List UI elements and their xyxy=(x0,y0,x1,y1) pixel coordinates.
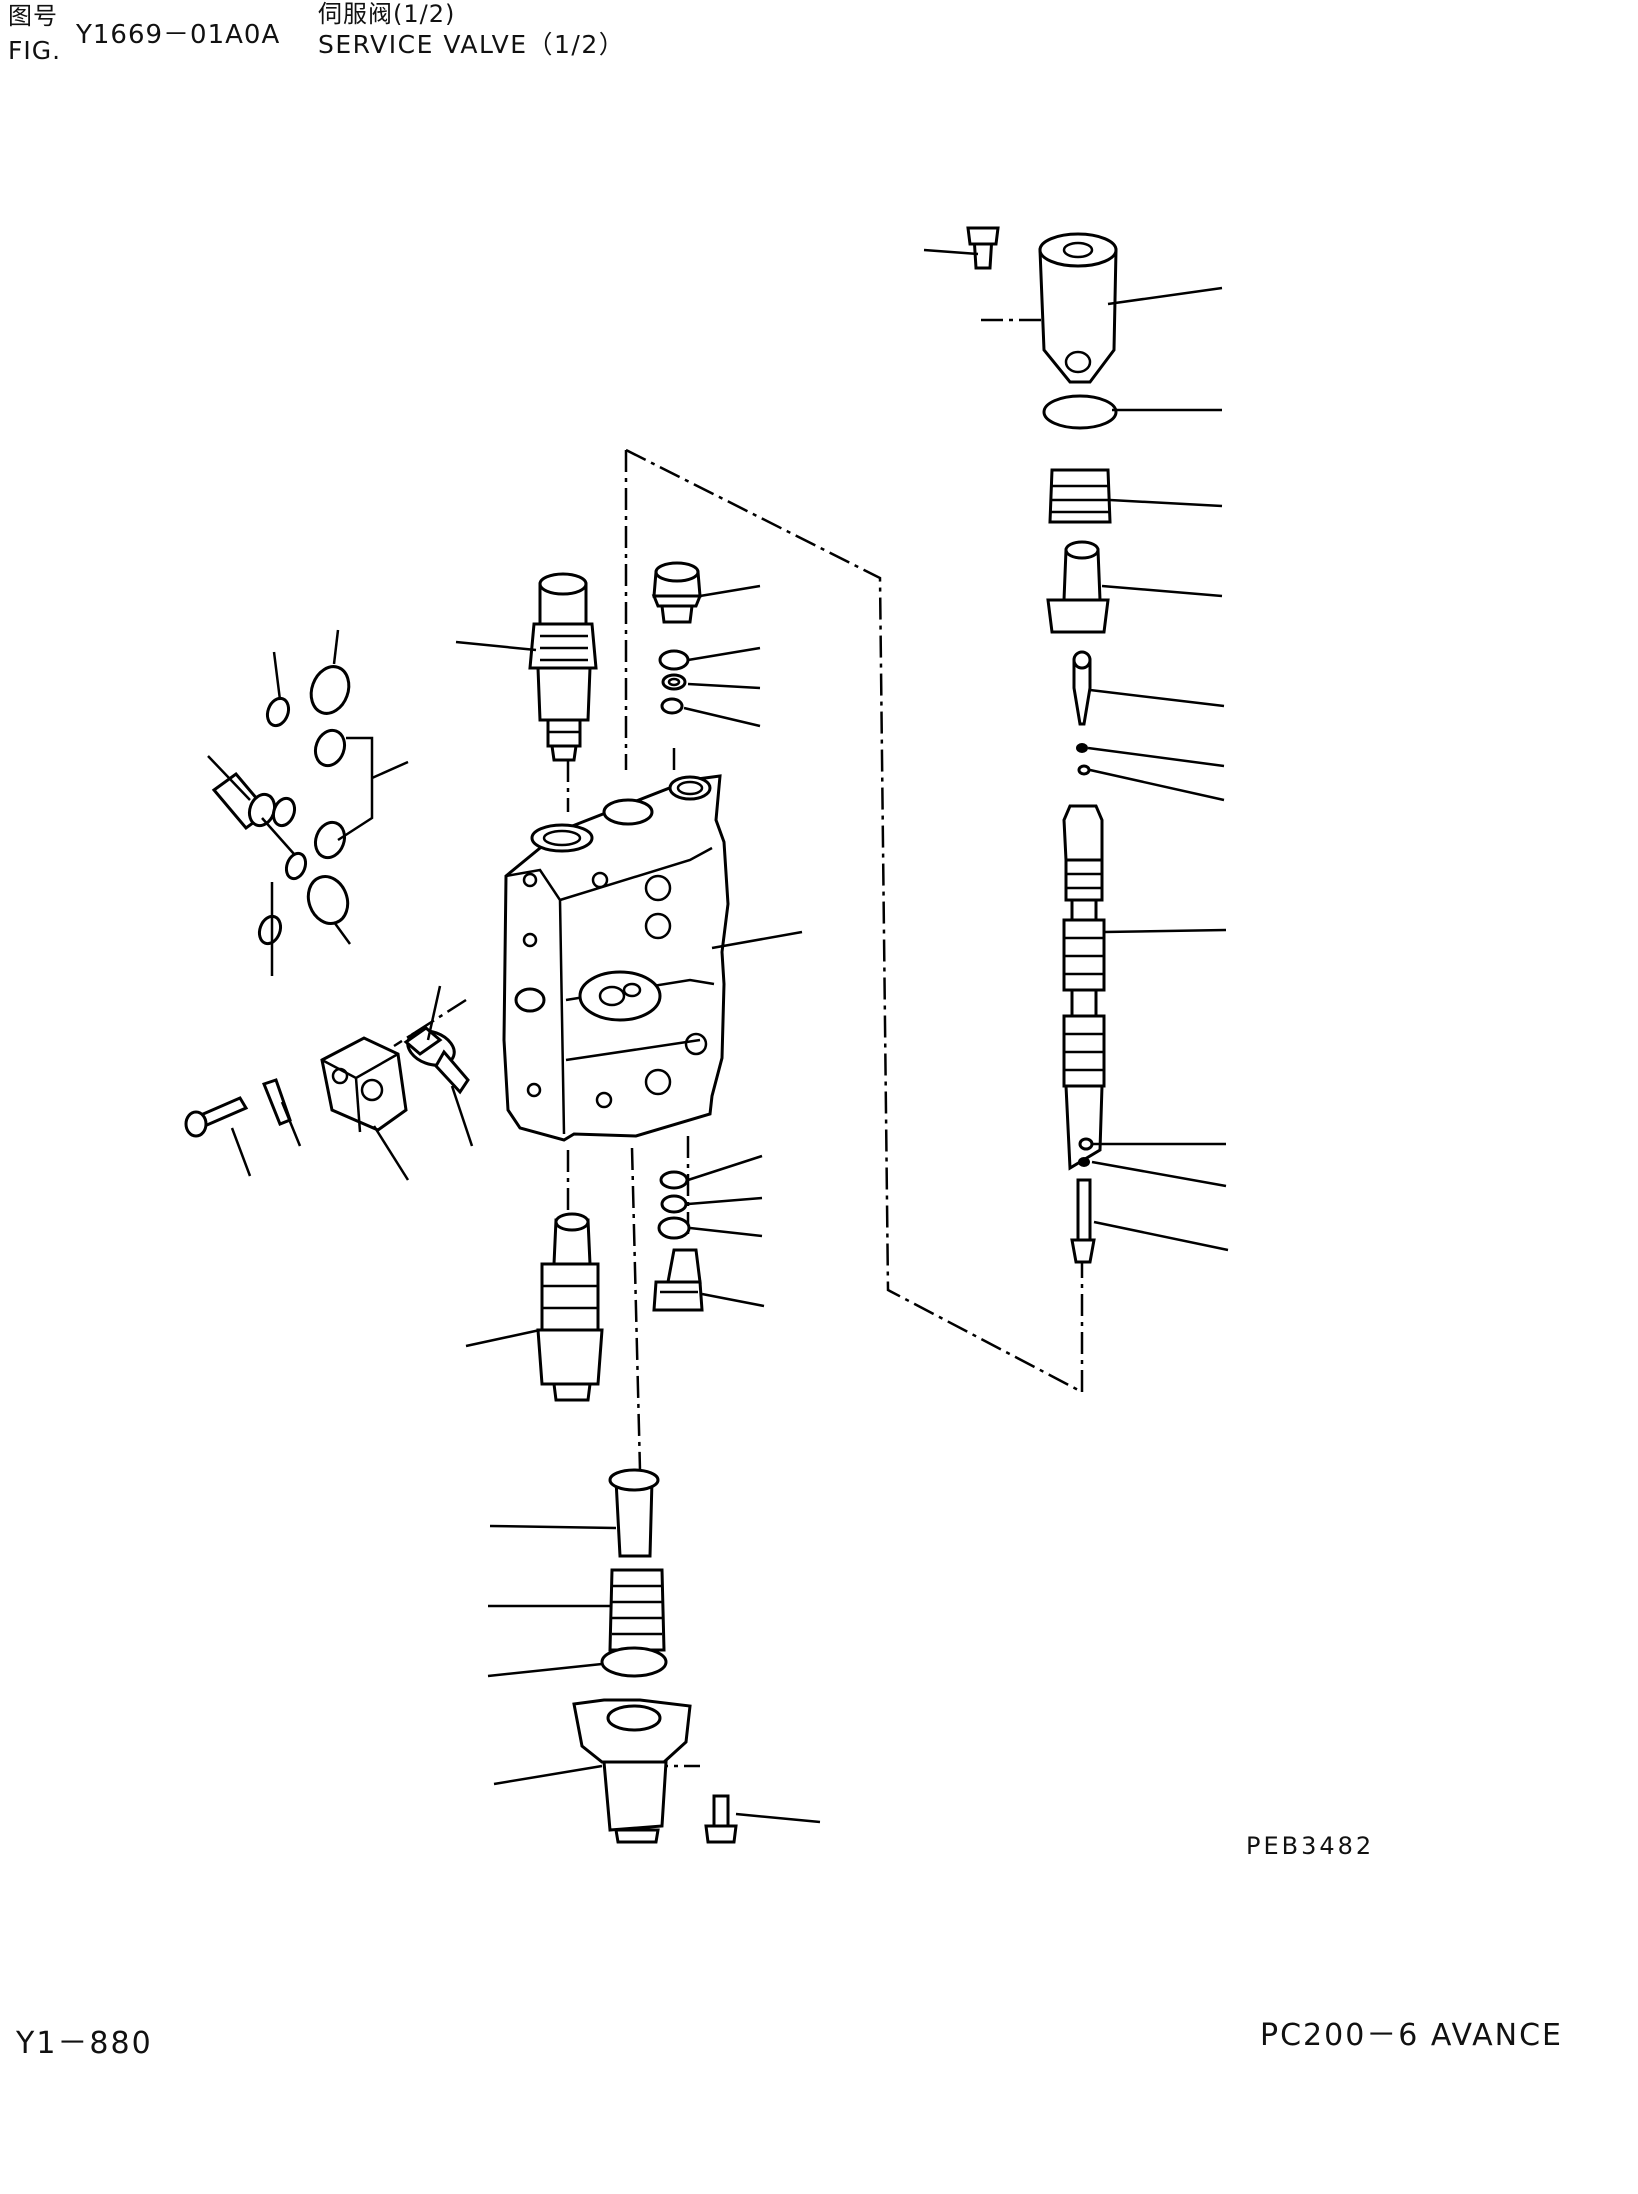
assembly-center-lines xyxy=(393,292,1084,1768)
upper-cap-stack xyxy=(966,226,1118,776)
upper-plug-assembly xyxy=(528,572,598,762)
fig-label-chinese: 图号 xyxy=(8,2,58,30)
figure-title-chinese: 伺服阀(1/2) xyxy=(318,0,456,28)
main-spool xyxy=(1062,804,1106,1264)
side-cover xyxy=(184,1026,470,1138)
figure-number: Y1669－01A0A xyxy=(76,20,281,50)
fig-label: FIG. xyxy=(8,36,62,65)
figure-title: SERVICE VALVE（1/2） xyxy=(318,30,626,59)
drawing-code: PEB3482 xyxy=(1246,1832,1375,1860)
lower-cap-stack xyxy=(572,1468,738,1844)
o-ring-kit xyxy=(211,665,351,946)
valve-body xyxy=(502,774,730,1142)
callout-leader-lines xyxy=(207,248,1229,1824)
page-number: Y1－880 xyxy=(16,2026,153,2061)
lower-plug-assembly xyxy=(536,1212,604,1402)
machine-model: PC200－6 AVANCE xyxy=(1260,2018,1563,2053)
upper-relief-plug xyxy=(651,561,703,715)
lower-relief-plug xyxy=(652,1170,704,1312)
